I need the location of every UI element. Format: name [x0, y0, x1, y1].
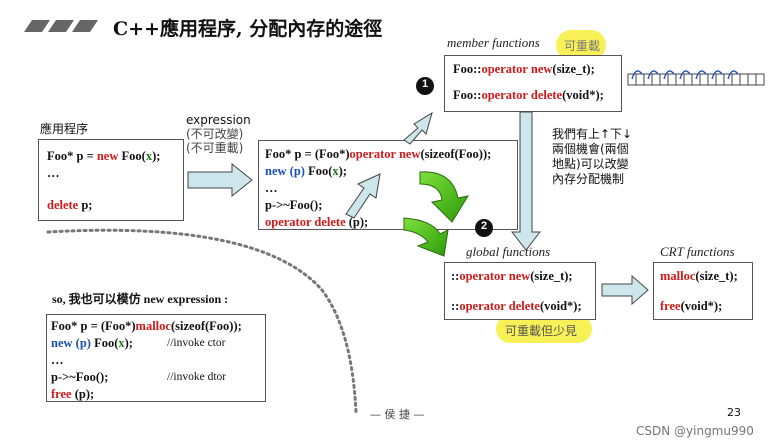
green-arrow-1 — [419, 171, 470, 223]
arrow-app-to-expression — [187, 162, 253, 198]
arrow-member-to-global — [510, 111, 542, 251]
page-number: 23 — [727, 406, 741, 419]
author-credit: — 侯 捷 — — [370, 408, 425, 421]
page-title: C++應用程序, 分配內存的途徑 — [113, 18, 383, 40]
memory-pool-icon — [627, 64, 767, 93]
member-functions-title: member functions — [447, 35, 540, 50]
title-bars — [20, 18, 102, 41]
member-note: 可重載 — [564, 39, 601, 53]
crt-functions-box: malloc(size_t); free(void*); — [653, 262, 753, 320]
mimic-code-box: Foo* p = (Foo*)malloc(sizeof(Foo)); new … — [46, 314, 266, 402]
badge-1-label: 1 — [421, 78, 429, 90]
member-functions-box: Foo::operator new(size_t); Foo::operator… — [444, 55, 622, 112]
arrow-global-to-crt — [601, 274, 649, 306]
watermark: CSDN @yingmu990 — [636, 424, 754, 438]
arrow-delete-up — [345, 173, 381, 219]
app-code-box: Foo* p = new Foo(x); … delete p; — [38, 139, 184, 221]
badge-2 — [475, 219, 493, 237]
expression-label: expression (不可改變) (不可重載) — [186, 113, 251, 155]
expression-code-box: Foo* p = (Foo*)operator new(sizeof(Foo))… — [258, 140, 518, 230]
mimic-label: so, 我也可以模仿 new expression : — [52, 292, 229, 306]
badge-2-label: 2 — [480, 220, 488, 232]
app-label: 應用程序 — [40, 122, 89, 136]
badge-1 — [416, 77, 434, 95]
arrow-to-member — [403, 111, 433, 145]
global-functions-box: ::operator new(size_t); ::operator delet… — [444, 262, 596, 320]
side-note: 我們有上↑下↓ 兩個機會(兩個 地點)可以改變 內存分配機制 — [552, 127, 633, 186]
green-arrow-2 — [403, 217, 449, 257]
crt-functions-title: CRT functions — [660, 244, 735, 259]
global-functions-title: global functions — [466, 244, 551, 259]
global-note: 可重載但少見 — [505, 324, 578, 338]
